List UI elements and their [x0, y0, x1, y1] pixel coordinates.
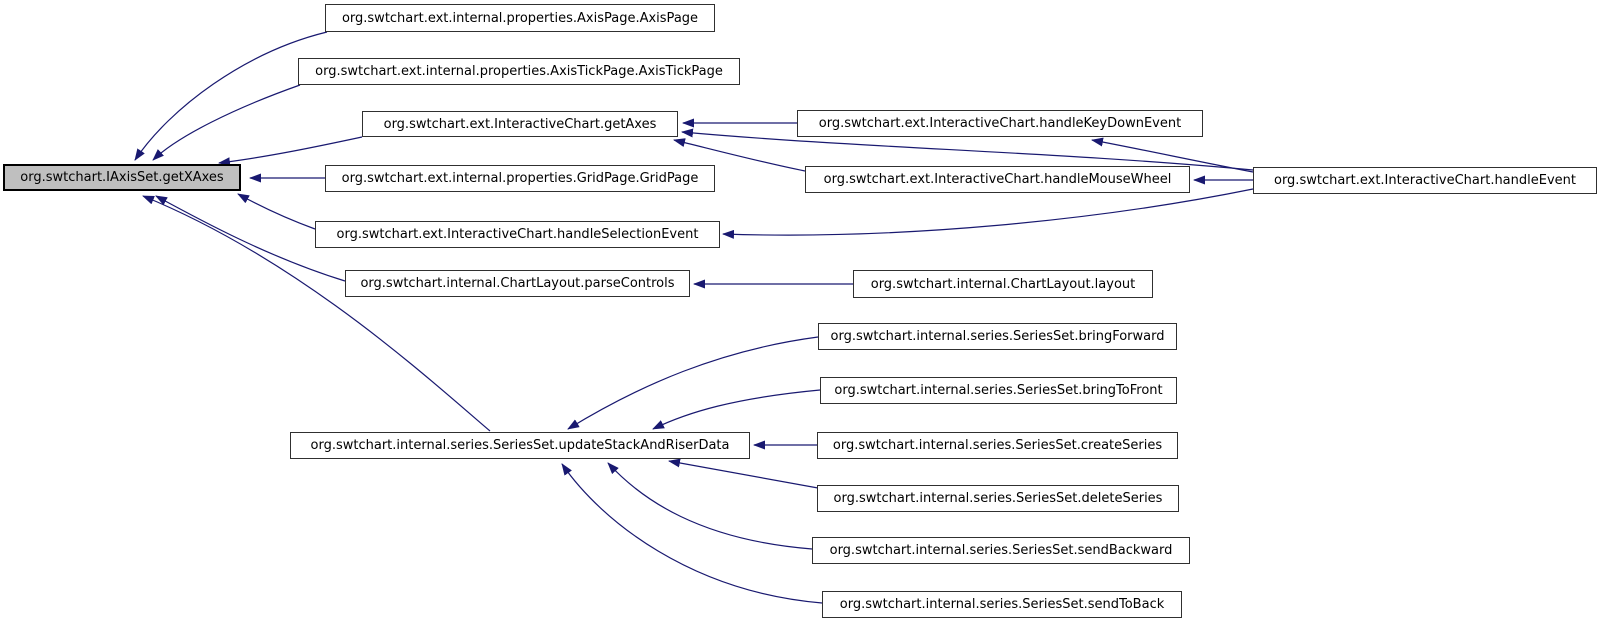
node-deleteseries[interactable]: org.swtchart.internal.series.SeriesSet.d… — [817, 485, 1179, 512]
edge-deleteseries-updatestack — [668, 458, 819, 489]
edge-bringtofront-updatestack — [652, 389, 821, 430]
edge-sendtoback-updatestack — [561, 463, 823, 604]
node-updatestackandriserdata[interactable]: org.swtchart.internal.series.SeriesSet.u… — [290, 432, 750, 459]
edge-handleevent-getaxes — [681, 128, 1254, 171]
node-gridpage[interactable]: org.swtchart.ext.internal.properties.Gri… — [325, 165, 715, 192]
node-sendbackward[interactable]: org.swtchart.internal.series.SeriesSet.s… — [812, 537, 1190, 564]
node-axispage[interactable]: org.swtchart.ext.internal.properties.Axi… — [325, 4, 715, 32]
edge-bringforward-updatestack — [567, 336, 819, 430]
node-createseries[interactable]: org.swtchart.internal.series.SeriesSet.c… — [817, 432, 1178, 459]
edge-getaxes-getxaxes — [218, 136, 363, 167]
edge-handleevent-handlekeydownevent — [1091, 137, 1254, 173]
edge-handleselectionevent-getxaxes — [237, 193, 316, 230]
edge-parsecontrols-getxaxes — [155, 195, 346, 282]
node-handleselectionevent[interactable]: org.swtchart.ext.InteractiveChart.handle… — [315, 221, 720, 248]
node-bringforward[interactable]: org.swtchart.internal.series.SeriesSet.b… — [818, 323, 1177, 350]
node-sendtoback[interactable]: org.swtchart.internal.series.SeriesSet.s… — [822, 591, 1182, 618]
node-getaxes[interactable]: org.swtchart.ext.InteractiveChart.getAxe… — [362, 111, 678, 137]
edge-axispage-getxaxes — [134, 31, 328, 161]
node-bringtofront[interactable]: org.swtchart.internal.series.SeriesSet.b… — [820, 377, 1177, 404]
edge-sendbackward-updatestack — [607, 462, 813, 550]
node-handlekeydownevent[interactable]: org.swtchart.ext.InteractiveChart.handle… — [797, 110, 1203, 137]
edge-handlemousewheel-getaxes — [673, 138, 806, 172]
edge-axistickpage-getxaxes — [152, 84, 301, 161]
node-handlemousewheel[interactable]: org.swtchart.ext.InteractiveChart.handle… — [805, 166, 1190, 193]
node-layout[interactable]: org.swtchart.internal.ChartLayout.layout — [853, 270, 1153, 298]
edge-updatestack-getxaxes — [142, 195, 491, 432]
node-axistickpage[interactable]: org.swtchart.ext.internal.properties.Axi… — [298, 58, 740, 85]
node-getxaxes[interactable]: org.swtchart.IAxisSet.getXAxes — [3, 164, 241, 191]
node-parsecontrols[interactable]: org.swtchart.internal.ChartLayout.parseC… — [345, 270, 690, 297]
node-handleevent[interactable]: org.swtchart.ext.InteractiveChart.handle… — [1253, 167, 1597, 194]
edge-handleevent-handleselectionevent — [722, 188, 1254, 239]
